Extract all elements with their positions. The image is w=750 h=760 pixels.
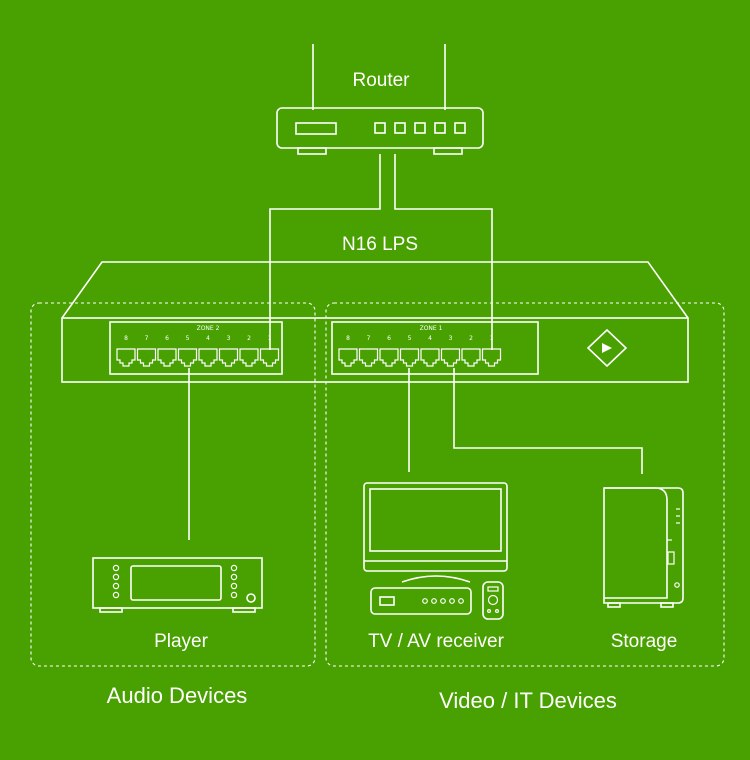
zone1-port-4: [420, 348, 440, 367]
zone2-port-2: [239, 348, 259, 367]
router-icon: [276, 44, 484, 155]
port-number-label: 8: [124, 335, 128, 342]
video-it-devices-label: Video / IT Devices: [439, 688, 617, 713]
zone2-port-8: [116, 348, 136, 367]
port-number-label: 5: [408, 335, 412, 342]
zone2-port-4: [198, 348, 218, 367]
video-it-devices-zone: [325, 302, 725, 667]
port-number-label: 5: [186, 335, 190, 342]
zone1-port-6: [379, 348, 399, 367]
router-label: Router: [352, 70, 410, 91]
switch-chassis: [61, 261, 689, 383]
port-number-label: 1: [490, 335, 494, 342]
port-number-label: 7: [145, 335, 149, 342]
port-number-label: 3: [227, 335, 231, 342]
zone1-label: ZONE 1: [420, 325, 443, 332]
port-number-label: 2: [247, 335, 251, 342]
remote-control-icon: [482, 581, 504, 620]
port-number-label: 6: [387, 335, 391, 342]
player-icon: [92, 557, 263, 613]
player-label: Player: [154, 631, 208, 652]
zone2-port-panel: ZONE 2 8 7 6 5 4 3 2 1: [109, 321, 283, 375]
switch-logo-icon: [586, 328, 628, 368]
port-number-label: 4: [428, 335, 432, 342]
av-receiver-icon: [370, 587, 472, 615]
storage-icon: [603, 487, 684, 608]
router-uplink-cables: [269, 154, 493, 350]
zone2-port-7: [136, 348, 157, 367]
zone2-port-6: [157, 348, 177, 367]
zone2-port-5: [177, 348, 198, 367]
storage-cable: [453, 368, 643, 474]
zone2-port-3: [218, 348, 239, 367]
port-number-label: 3: [449, 335, 453, 342]
storage-label: Storage: [610, 631, 678, 652]
zone1-port-5: [399, 348, 420, 367]
port-number-label: 7: [367, 335, 371, 342]
port-number-label: 4: [206, 335, 210, 342]
tv-icon: [363, 482, 508, 583]
switch-label: N16 LPS: [341, 234, 419, 255]
port-number-label: 2: [469, 335, 473, 342]
zone1-port-3: [440, 348, 461, 367]
tv-label: TV / AV receiver: [368, 631, 504, 652]
zone1-port-2: [461, 348, 481, 367]
zone1-port-8: [338, 348, 358, 367]
port-number-label: 1: [268, 335, 272, 342]
zone2-label: ZONE 2: [197, 325, 220, 332]
zone1-port-7: [358, 348, 379, 367]
audio-devices-label: Audio Devices: [106, 683, 248, 708]
port-number-label: 6: [165, 335, 169, 342]
port-number-label: 8: [346, 335, 350, 342]
zone1-port-1: [481, 348, 502, 367]
zone1-port-panel: ZONE 1 8 7 6 5 4 3 2 1: [331, 321, 539, 375]
audio-devices-zone: [30, 302, 316, 667]
zone2-port-1: [259, 348, 280, 367]
